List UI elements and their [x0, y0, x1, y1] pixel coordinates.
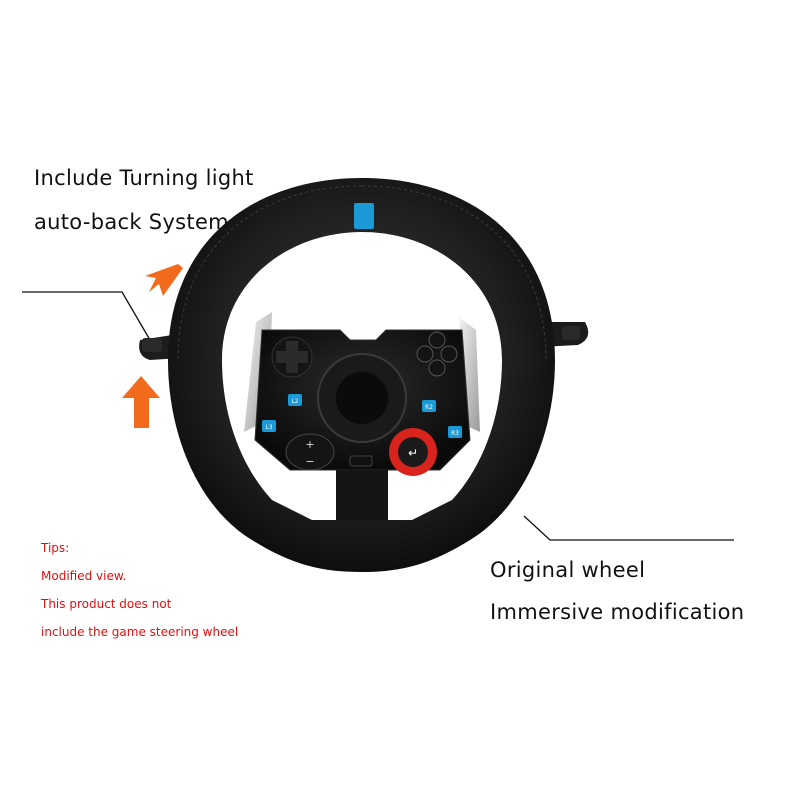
button-r3: R3 — [448, 426, 462, 438]
dpad — [271, 336, 313, 378]
svg-text:−: − — [305, 455, 314, 468]
tips-heading: Tips: — [41, 541, 70, 555]
tip-line: include the game steering wheel — [41, 625, 239, 639]
original-callout-title: Original wheel — [490, 558, 646, 582]
red-selector-dial: ↵ — [389, 428, 437, 476]
svg-text:↵: ↵ — [408, 446, 418, 460]
orange-arrow-down-icon — [145, 264, 183, 296]
svg-text:+: + — [305, 438, 314, 451]
feature-callout-title: Include Turning light — [34, 166, 254, 190]
tip-line: This product does not — [41, 597, 172, 611]
orange-arrow-up-icon — [122, 376, 160, 428]
center-marker — [354, 203, 374, 229]
svg-text:L2: L2 — [291, 398, 298, 405]
face-buttons — [416, 331, 458, 377]
original-callout-subtitle: Immersive modification — [490, 600, 745, 624]
lower-spoke — [336, 470, 388, 520]
center-joystick — [317, 353, 407, 443]
button-l3: L3 — [262, 420, 276, 432]
svg-text:R3: R3 — [451, 430, 459, 437]
feature-callout-line — [22, 291, 151, 341]
button-r2: R2 — [422, 400, 436, 412]
tip-line: Modified view. — [41, 569, 127, 583]
svg-text:R2: R2 — [425, 404, 433, 411]
button-l2: L2 — [288, 394, 302, 406]
feature-callout-subtitle: auto-back System — [34, 210, 229, 234]
svg-text:L3: L3 — [265, 424, 272, 431]
plus-minus-rocker: + − — [285, 433, 335, 471]
original-callout-line — [523, 515, 734, 541]
